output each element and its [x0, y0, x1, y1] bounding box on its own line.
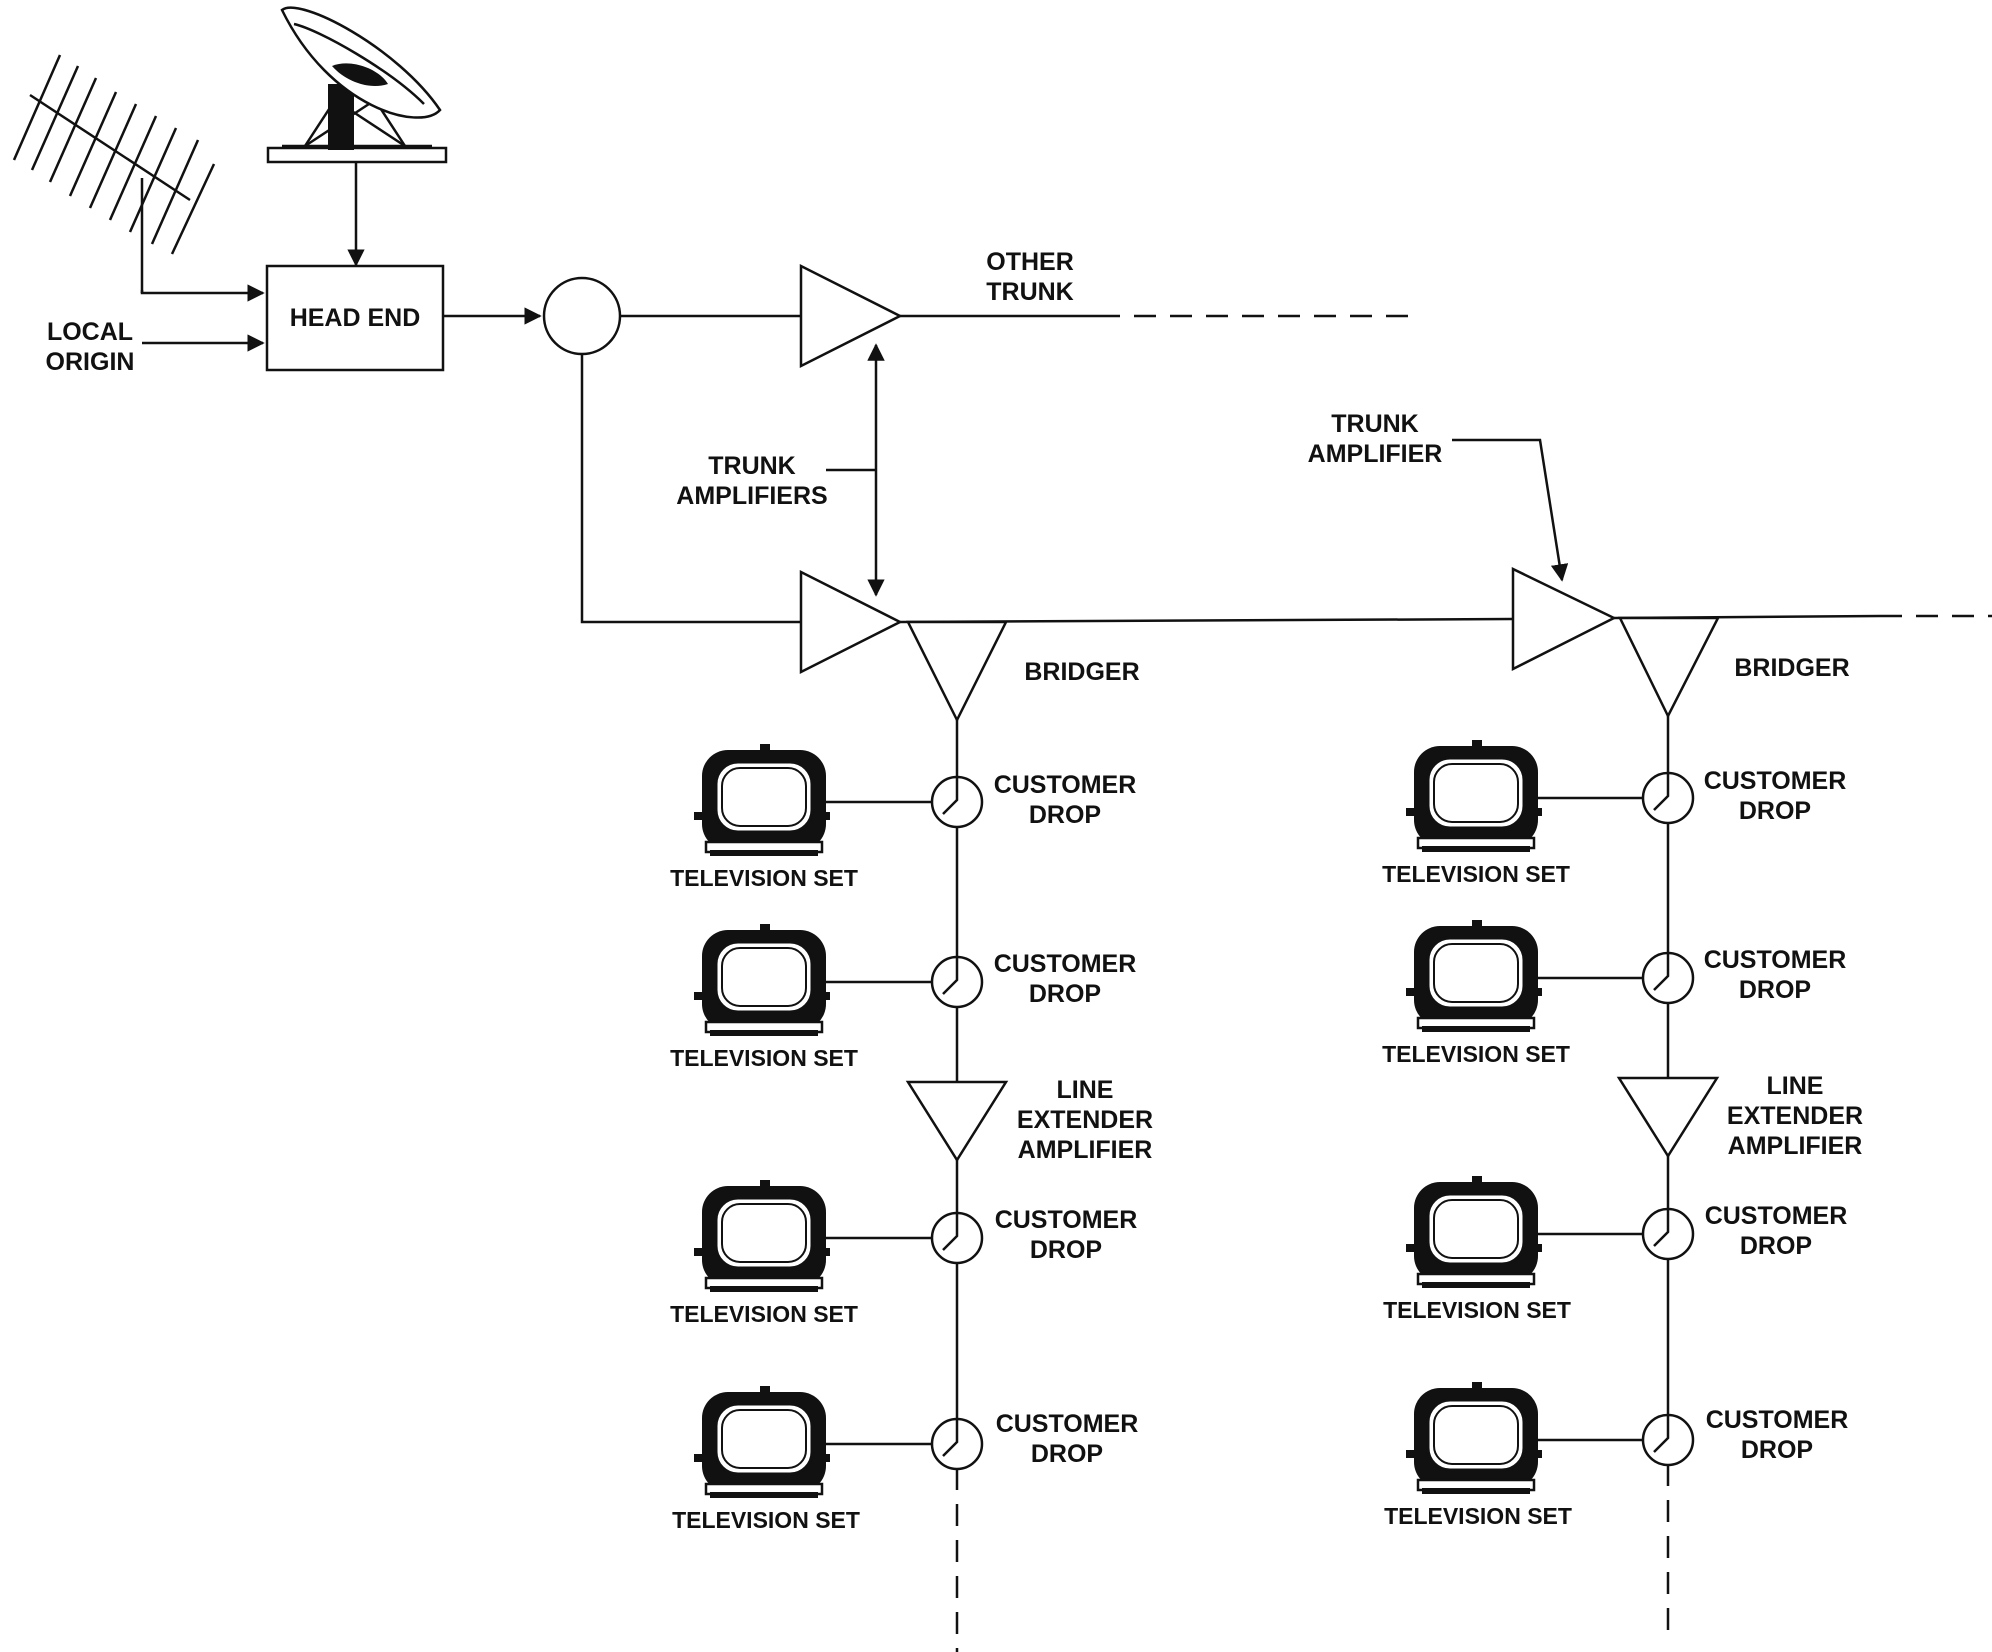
- television-set-label: TELEVISION SET: [1382, 861, 1570, 887]
- television-set-label: TELEVISION SET: [670, 1301, 858, 1327]
- local-origin-label-2: ORIGIN: [46, 348, 135, 376]
- line-extender-label-left-3: AMPLIFIER: [1018, 1136, 1153, 1164]
- feeder-branch-left: BRIDGER LINE EXTENDER AMPLIFIER TELEVISI…: [670, 620, 1153, 1652]
- customer-drop-tap: [1641, 1413, 1695, 1467]
- line-extender-label-right-3: AMPLIFIER: [1728, 1132, 1863, 1160]
- television-set-label: TELEVISION SET: [1383, 1297, 1571, 1323]
- bridger-right: [1617, 616, 1721, 719]
- line-extender-left: [905, 1080, 1009, 1163]
- bridger-label-left: BRIDGER: [1024, 658, 1139, 686]
- trunk-amplifiers-label-1: TRUNK: [708, 452, 796, 480]
- customer-drop-tap: [930, 1211, 984, 1265]
- television-set-icon: [1404, 1174, 1544, 1290]
- line-extender-label-left-2: EXTENDER: [1017, 1106, 1153, 1134]
- customer-drop-tap: [930, 775, 984, 829]
- local-origin-label-1: LOCAL: [47, 318, 133, 346]
- customer-drop-label-1: CUSTOMER: [1704, 946, 1847, 974]
- line-extender-label-right-1: LINE: [1767, 1072, 1824, 1100]
- television-set-icon: [1404, 1380, 1544, 1496]
- television-set-label: TELEVISION SET: [670, 1045, 858, 1071]
- customer-drop-label-2: DROP: [1739, 797, 1811, 825]
- customer-drop-label-1: CUSTOMER: [996, 1410, 1139, 1438]
- trunk-amplifier-label-2: AMPLIFIER: [1308, 440, 1443, 468]
- line-extender-right: [1616, 1076, 1720, 1159]
- yagi-antenna-icon: [12, 54, 216, 292]
- other-trunk-label-2: TRUNK: [986, 278, 1074, 306]
- television-set-label: TELEVISION SET: [1382, 1041, 1570, 1067]
- customer-drop-label-1: CUSTOMER: [994, 771, 1137, 799]
- line-extender-label-left-1: LINE: [1057, 1076, 1114, 1104]
- bridger-label-right: BRIDGER: [1734, 654, 1849, 682]
- television-set-icon: [692, 1384, 832, 1500]
- television-set-icon: [692, 922, 832, 1038]
- customer-drop-tap: [1641, 1207, 1695, 1261]
- head-end-box: [265, 264, 445, 372]
- customer-drop-tap: [1641, 951, 1695, 1005]
- television-set-label: TELEVISION SET: [672, 1507, 860, 1533]
- customer-drop-tap: [1641, 771, 1695, 825]
- other-trunk-label-1: OTHER: [986, 248, 1074, 276]
- customer-drop-label-2: DROP: [1739, 976, 1811, 1004]
- head-end-label: HEAD END: [290, 304, 421, 332]
- trunk-amplifier-lower-2: [1511, 567, 1617, 672]
- bridger-left: [905, 620, 1009, 723]
- customer-drop-label-2: DROP: [1030, 1236, 1102, 1264]
- television-set-icon: [692, 742, 832, 858]
- customer-drop-label-2: DROP: [1740, 1232, 1812, 1260]
- customer-drop-tap: [930, 955, 984, 1009]
- line-extender-label-right-2: EXTENDER: [1727, 1102, 1863, 1130]
- customer-drop-label-1: CUSTOMER: [1706, 1406, 1849, 1434]
- customer-drop-label-2: DROP: [1029, 980, 1101, 1008]
- television-set-icon: [1404, 738, 1544, 854]
- customer-drop-label-1: CUSTOMER: [995, 1206, 1138, 1234]
- customer-drop-label-2: DROP: [1741, 1436, 1813, 1464]
- splitter: [542, 276, 622, 356]
- customer-drop-label-1: CUSTOMER: [1705, 1202, 1848, 1230]
- customer-drop-label-2: DROP: [1029, 801, 1101, 829]
- customer-drop-label-1: CUSTOMER: [1704, 767, 1847, 795]
- trunk-amplifiers-label-2: AMPLIFIERS: [676, 482, 827, 510]
- television-set-icon: [1404, 918, 1544, 1034]
- trunk-amplifier-lower-1: [799, 569, 903, 675]
- television-set-label: TELEVISION SET: [670, 865, 858, 891]
- customer-drop-label-2: DROP: [1031, 1440, 1103, 1468]
- satellite-dish-icon: [266, 6, 448, 164]
- feeder-branch-right: BRIDGER LINE EXTENDER AMPLIFIER TELEVISI…: [1382, 616, 1863, 1640]
- television-set-label: TELEVISION SET: [1384, 1503, 1572, 1529]
- customer-drop-label-1: CUSTOMER: [994, 950, 1137, 978]
- customer-drop-tap: [930, 1417, 984, 1471]
- television-set-icon: [692, 1178, 832, 1294]
- trunk-amplifier-upper: [799, 263, 903, 369]
- trunk-amplifier-label-1: TRUNK: [1331, 410, 1419, 438]
